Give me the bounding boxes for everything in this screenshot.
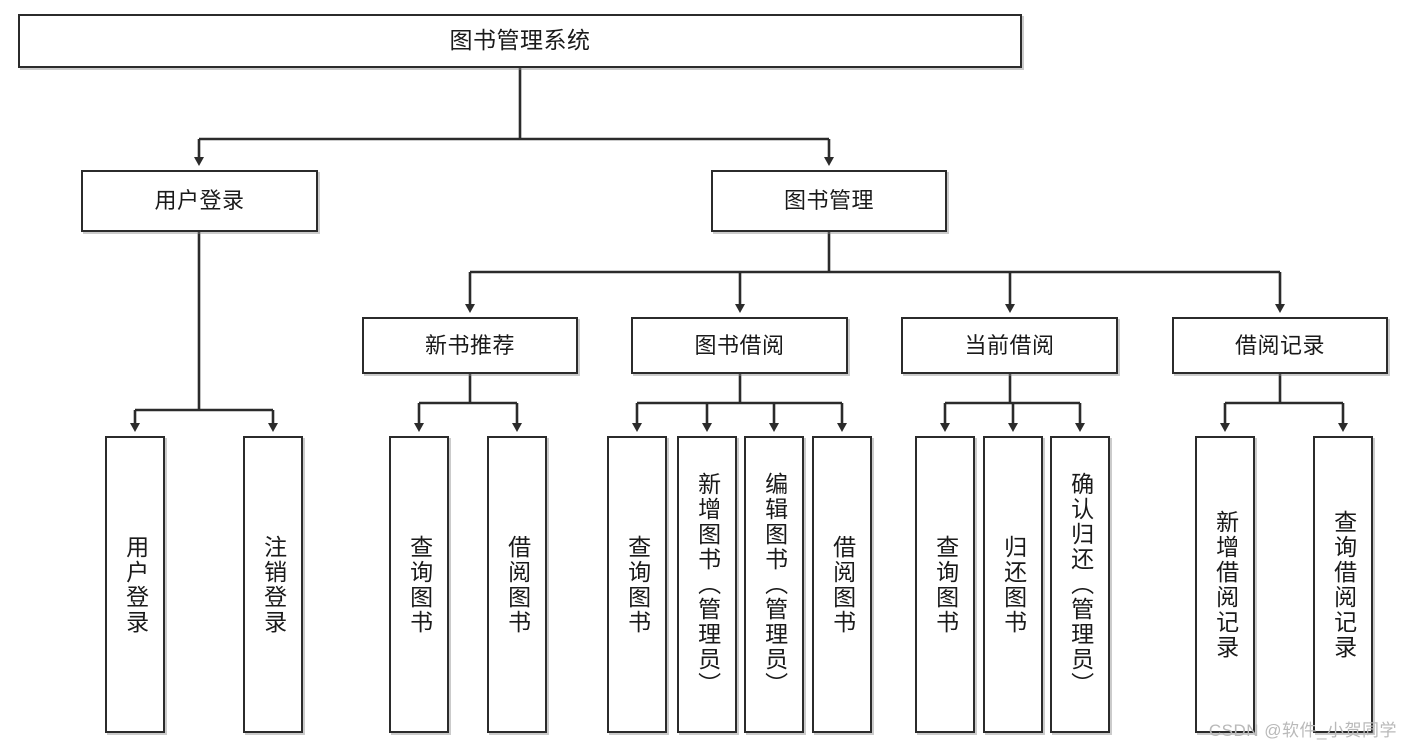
- leaf-query-borrow-record-label: 查询借阅记录: [1330, 509, 1357, 660]
- node-book-borrow[interactable]: 图书借阅: [631, 317, 848, 374]
- node-user-login[interactable]: 用户登录: [81, 170, 318, 232]
- leaf-add-borrow-record[interactable]: 新增借阅记录: [1195, 436, 1255, 733]
- leaf-query-book-recommend-label: 查询图书: [406, 534, 433, 635]
- node-root-label: 图书管理系统: [449, 27, 591, 54]
- node-current-borrow-label: 当前借阅: [964, 332, 1055, 358]
- leaf-user-login-label: 用户登录: [122, 534, 149, 635]
- leaf-query-book-current[interactable]: 查询图书: [915, 436, 975, 733]
- leaf-query-book-recommend[interactable]: 查询图书: [389, 436, 449, 733]
- leaf-borrow-book-label: 借阅图书: [829, 534, 856, 635]
- leaf-add-book-admin[interactable]: 新增图书（管理员）: [677, 436, 737, 733]
- leaf-query-book-borrow[interactable]: 查询图书: [607, 436, 667, 733]
- node-borrow-record[interactable]: 借阅记录: [1172, 317, 1388, 374]
- leaf-edit-book-admin[interactable]: 编辑图书（管理员）: [744, 436, 804, 733]
- node-root[interactable]: 图书管理系统: [18, 14, 1022, 68]
- leaf-logout-label: 注销登录: [260, 534, 287, 635]
- leaf-confirm-return-admin-label: 确认归还（管理员）: [1067, 472, 1094, 697]
- leaf-add-borrow-record-label: 新增借阅记录: [1212, 509, 1239, 660]
- leaf-query-borrow-record[interactable]: 查询借阅记录: [1313, 436, 1373, 733]
- node-book-management-label: 图书管理: [783, 188, 874, 214]
- node-book-borrow-label: 图书借阅: [694, 332, 785, 358]
- leaf-return-book[interactable]: 归还图书: [983, 436, 1043, 733]
- leaf-query-book-borrow-label: 查询图书: [624, 534, 651, 635]
- node-new-book-recommend-label: 新书推荐: [424, 332, 515, 358]
- leaf-borrow-book-recommend[interactable]: 借阅图书: [487, 436, 547, 733]
- leaf-add-book-admin-label: 新增图书（管理员）: [694, 472, 721, 697]
- node-user-login-label: 用户登录: [154, 188, 245, 214]
- node-current-borrow[interactable]: 当前借阅: [901, 317, 1118, 374]
- leaf-logout[interactable]: 注销登录: [243, 436, 303, 733]
- leaf-user-login[interactable]: 用户登录: [105, 436, 165, 733]
- leaf-query-book-current-label: 查询图书: [932, 534, 959, 635]
- node-book-management[interactable]: 图书管理: [711, 170, 947, 232]
- node-borrow-record-label: 借阅记录: [1234, 332, 1325, 358]
- leaf-edit-book-admin-label: 编辑图书（管理员）: [761, 472, 788, 697]
- node-new-book-recommend[interactable]: 新书推荐: [362, 317, 578, 374]
- leaf-return-book-label: 归还图书: [1000, 534, 1027, 635]
- leaf-borrow-book[interactable]: 借阅图书: [812, 436, 872, 733]
- leaf-borrow-book-recommend-label: 借阅图书: [504, 534, 531, 635]
- leaf-confirm-return-admin[interactable]: 确认归还（管理员）: [1050, 436, 1110, 733]
